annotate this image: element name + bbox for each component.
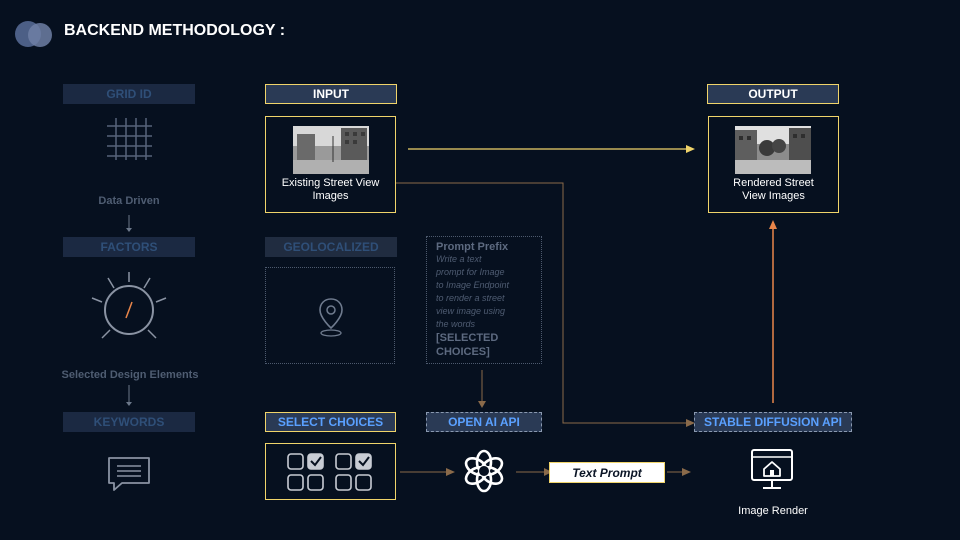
keywords-header: KEYWORDS — [63, 412, 195, 432]
logo-circles-icon — [15, 21, 52, 47]
output-header: OUTPUT — [707, 84, 839, 104]
location-pin-icon — [319, 298, 343, 337]
prompt-prefix-line3: to Image Endpoint — [436, 280, 510, 290]
select-choices-box[interactable] — [265, 443, 396, 500]
selected-design-elements-label: Selected Design Elements — [61, 369, 199, 381]
prompt-prefix-tail1: [SELECTED — [436, 332, 499, 344]
monitor-house-icon — [751, 449, 793, 489]
openai-logo-icon — [464, 449, 504, 493]
street-view-image — [293, 126, 369, 174]
input-caption-line1: Existing Street View — [281, 177, 380, 189]
input-header: INPUT — [265, 84, 397, 104]
page-title: BACKEND METHODOLOGY : — [64, 22, 286, 39]
prompt-prefix-line2: prompt for Image — [436, 267, 505, 277]
data-driven-label: Data Driven — [98, 195, 160, 207]
prompt-prefix-line4: to render a street — [436, 293, 505, 303]
checkbox-grid-icon — [287, 453, 372, 491]
output-caption-line2: View Images — [742, 190, 805, 202]
input-box[interactable]: Existing Street View Images — [265, 116, 396, 213]
prompt-prefix-title: Prompt Prefix — [436, 241, 509, 253]
select-choices-header: SELECT CHOICES — [265, 412, 396, 432]
chat-icon — [108, 457, 150, 491]
stable-diffusion-api-header: STABLE DIFFUSION API — [694, 412, 852, 432]
prompt-prefix-line5: view image using — [436, 306, 506, 316]
output-box[interactable]: Rendered Street View Images — [708, 116, 839, 213]
openai-api-header: OPEN AI API — [426, 412, 542, 432]
prompt-prefix-line1: Write a text — [436, 254, 482, 264]
geolocalized-header: GEOLOCALIZED — [265, 237, 397, 257]
grid-id-header: GRID ID — [63, 84, 195, 104]
input-caption-line2: Images — [312, 190, 349, 202]
prompt-prefix-line6: the words — [436, 319, 476, 329]
text-prompt-label: Text Prompt — [549, 462, 665, 483]
compass-icon — [91, 272, 167, 339]
image-render-label: Image Render — [738, 505, 808, 517]
rendered-street-image — [735, 126, 811, 174]
prompt-prefix-tail2: CHOICES] — [436, 346, 490, 358]
geolocalized-box — [265, 267, 395, 364]
factors-header: FACTORS — [63, 237, 195, 257]
output-caption-line1: Rendered Street — [733, 177, 814, 189]
prompt-prefix-box: Prompt Prefix Write a text prompt for Im… — [426, 236, 542, 364]
grid-icon — [107, 118, 152, 160]
